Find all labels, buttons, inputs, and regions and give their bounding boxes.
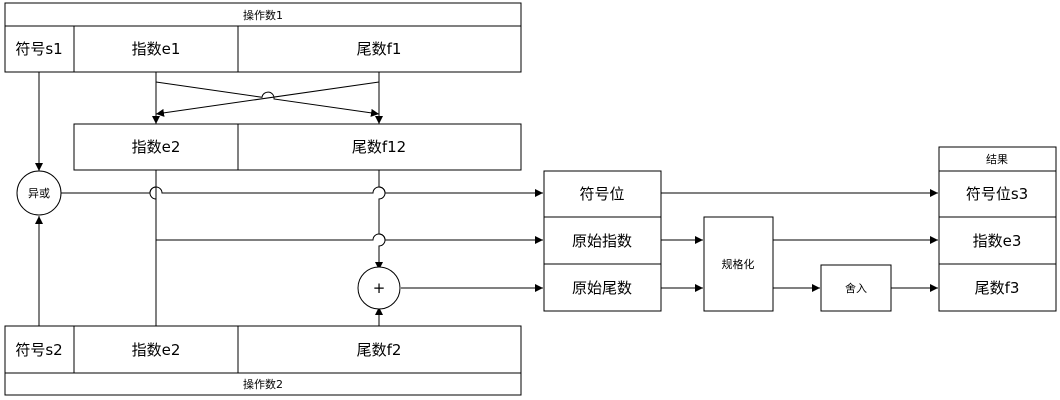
- rawexp-label: 原始指数: [572, 232, 632, 250]
- exponent-to-rawexp-arrow: [156, 233, 543, 244]
- rawmant-label: 原始尾数: [572, 279, 632, 297]
- e1-to-f12-arrow: [155, 81, 380, 117]
- operand2-mantissa-label: 尾数f2: [357, 341, 402, 359]
- f1-to-e2-arrow: [155, 81, 380, 117]
- middle-exponent-label: 指数e2: [132, 138, 181, 156]
- middle-mantissa-label: 尾数f12: [352, 138, 406, 156]
- round-label: 舍入: [845, 281, 867, 295]
- operand2-sign-label: 符号s2: [15, 341, 62, 359]
- result-caption: 结果: [986, 153, 1008, 166]
- adder-circle: [357, 266, 401, 310]
- xor-node: 异或: [16, 170, 62, 216]
- operand2-exponent-label: 指数e2: [132, 341, 181, 359]
- normalize-node: 规格化: [703, 216, 774, 312]
- middle-register: 指数e2 尾数f12: [73, 123, 522, 171]
- xor-label: 异或: [28, 187, 50, 200]
- operand2-caption-box: [4, 372, 522, 396]
- rawmant-box: [543, 263, 662, 312]
- normalize-box: [703, 216, 774, 312]
- f12-to-adder-arrow: [375, 170, 386, 270]
- round-node: 舍入: [820, 264, 892, 312]
- adder-label: +: [373, 279, 386, 297]
- operand1-caption: 操作数1: [243, 8, 283, 22]
- intermediate-stage: 符号位 原始指数 原始尾数: [543, 170, 662, 312]
- e2-vertical-line: [149, 170, 157, 326]
- signbit-box: [543, 170, 662, 218]
- operand1-exponent-field: [73, 25, 239, 73]
- operand2-exponent-field: [73, 325, 239, 374]
- result-exponent-field: [938, 216, 1057, 265]
- result-exponent-label: 指数e3: [973, 232, 1022, 250]
- operand1-exponent-label: 指数e1: [132, 40, 181, 58]
- xor-to-signbit-arrow: [61, 186, 543, 197]
- operand2-mantissa-field: [237, 325, 522, 374]
- operand1-mantissa-label: 尾数f1: [357, 40, 402, 58]
- operand1-mantissa-field: [237, 25, 522, 73]
- normalize-label: 规格化: [722, 257, 755, 271]
- operand1-sign-label: 符号s1: [15, 40, 62, 58]
- operand1-sign-field: [4, 25, 75, 73]
- result-mantissa-field: [938, 263, 1057, 312]
- round-box: [820, 264, 892, 312]
- result-register: 结果 符号位s3 指数e3 尾数f3: [938, 146, 1057, 312]
- signbit-label: 符号位: [579, 185, 624, 203]
- operand2-caption: 操作数2: [243, 377, 283, 391]
- adder-node: +: [357, 266, 401, 310]
- result-sign-label: 符号位s3: [966, 185, 1028, 203]
- operand2-register: 符号s2 指数e2 尾数f2 操作数2: [4, 325, 522, 396]
- operand1-register: 操作数1 符号s1 指数e1 尾数f1: [4, 2, 522, 73]
- result-mantissa-label: 尾数f3: [975, 279, 1020, 297]
- xor-circle: [16, 170, 62, 216]
